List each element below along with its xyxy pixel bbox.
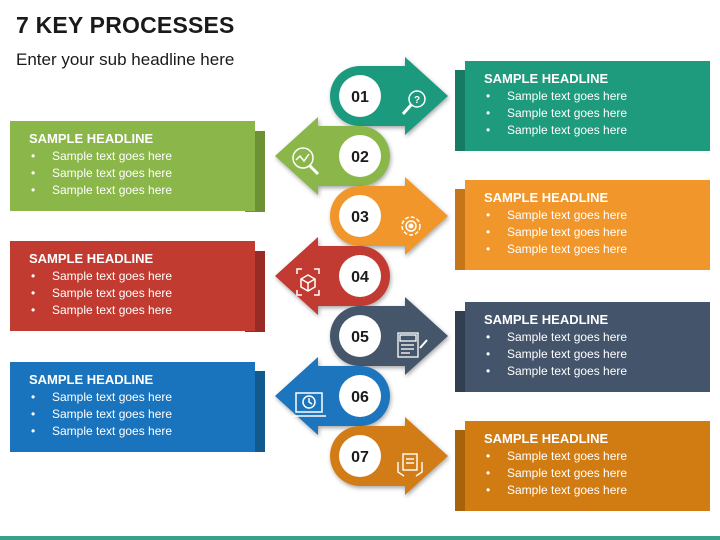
card-7-item: Sample text goes here bbox=[484, 465, 710, 482]
step-06-number-circle bbox=[339, 375, 381, 417]
step-04-number-circle bbox=[339, 255, 381, 297]
monitor-clock-icon bbox=[292, 392, 326, 417]
card-5-item: Sample text goes here bbox=[484, 346, 710, 363]
step-02-number: 02 bbox=[351, 149, 369, 166]
step-01: 01 ? bbox=[330, 57, 448, 135]
data-analysis-icon bbox=[292, 147, 320, 176]
card-2-headline: SAMPLE HEADLINE bbox=[29, 131, 154, 146]
card-1: SAMPLE HEADLINE Sample text goes here Sa… bbox=[465, 61, 710, 151]
card-3-item: Sample text goes here bbox=[484, 241, 710, 258]
card-3: SAMPLE HEADLINE Sample text goes here Sa… bbox=[465, 180, 710, 270]
step-03: 03 bbox=[330, 177, 448, 255]
card-7-headline: SAMPLE HEADLINE bbox=[484, 431, 609, 446]
card-6-list: Sample text goes here Sample text goes h… bbox=[29, 389, 255, 440]
step-04-number: 04 bbox=[351, 269, 369, 286]
card-6-headline: SAMPLE HEADLINE bbox=[29, 372, 154, 387]
card-5-headline: SAMPLE HEADLINE bbox=[484, 312, 609, 327]
card-3-item: Sample text goes here bbox=[484, 207, 710, 224]
card-2-item: Sample text goes here bbox=[29, 148, 255, 165]
card-6-item: Sample text goes here bbox=[29, 389, 255, 406]
card-6-item: Sample text goes here bbox=[29, 406, 255, 423]
step-03-number-circle bbox=[339, 195, 381, 237]
card-7-item: Sample text goes here bbox=[484, 482, 710, 499]
step-06-number: 06 bbox=[351, 389, 369, 406]
card-3-item: Sample text goes here bbox=[484, 224, 710, 241]
card-5: SAMPLE HEADLINE Sample text goes here Sa… bbox=[465, 302, 710, 392]
card-4-item: Sample text goes here bbox=[29, 268, 255, 285]
step-03-number: 03 bbox=[351, 209, 369, 226]
card-3-list: Sample text goes here Sample text goes h… bbox=[484, 207, 710, 258]
page-title: 7 KEY PROCESSES bbox=[16, 12, 235, 38]
card-1-list: Sample text goes here Sample text goes h… bbox=[484, 88, 710, 139]
clipboard-hands-icon bbox=[397, 453, 423, 477]
step-02: 02 bbox=[275, 117, 390, 195]
step-07-number: 07 bbox=[351, 449, 369, 466]
card-7-list: Sample text goes here Sample text goes h… bbox=[484, 448, 710, 499]
card-7: SAMPLE HEADLINE Sample text goes here Sa… bbox=[465, 421, 710, 511]
card-4-list: Sample text goes here Sample text goes h… bbox=[29, 268, 255, 319]
card-2-list: Sample text goes here Sample text goes h… bbox=[29, 148, 255, 199]
card-1-item: Sample text goes here bbox=[484, 105, 710, 122]
step-07: 07 bbox=[330, 417, 448, 495]
card-4-item: Sample text goes here bbox=[29, 285, 255, 302]
card-5-item: Sample text goes here bbox=[484, 363, 710, 380]
card-3-headline: SAMPLE HEADLINE bbox=[484, 190, 609, 205]
card-2: SAMPLE HEADLINE Sample text goes here Sa… bbox=[10, 121, 255, 211]
card-2-item: Sample text goes here bbox=[29, 182, 255, 199]
step-05: 05 bbox=[330, 297, 448, 375]
card-4-item: Sample text goes here bbox=[29, 302, 255, 319]
step-04: 04 bbox=[275, 237, 390, 315]
card-7-item: Sample text goes here bbox=[484, 448, 710, 465]
bottom-accent-bar bbox=[0, 536, 720, 540]
step-01-number-circle bbox=[339, 75, 381, 117]
search-question-icon: ? bbox=[401, 90, 426, 115]
cube-scan-icon bbox=[296, 268, 320, 296]
page-subtitle: Enter your sub headline here bbox=[16, 50, 235, 69]
test-sheet-icon bbox=[397, 332, 428, 358]
card-4-headline: SAMPLE HEADLINE bbox=[29, 251, 154, 266]
card-2-item: Sample text goes here bbox=[29, 165, 255, 182]
card-5-list: Sample text goes here Sample text goes h… bbox=[484, 329, 710, 380]
step-05-number-circle bbox=[339, 315, 381, 357]
step-02-number-circle bbox=[339, 135, 381, 177]
step-05-number: 05 bbox=[351, 329, 369, 346]
card-4: SAMPLE HEADLINE Sample text goes here Sa… bbox=[10, 241, 255, 331]
step-06: 06 bbox=[275, 357, 390, 435]
step-07-number-circle bbox=[339, 435, 381, 477]
card-6: SAMPLE HEADLINE Sample text goes here Sa… bbox=[10, 362, 255, 452]
step-01-number: 01 bbox=[351, 89, 369, 106]
card-1-item: Sample text goes here bbox=[484, 88, 710, 105]
svg-text:?: ? bbox=[414, 95, 420, 106]
gear-cycle-icon bbox=[401, 216, 421, 236]
card-1-headline: SAMPLE HEADLINE bbox=[484, 71, 609, 86]
card-6-item: Sample text goes here bbox=[29, 423, 255, 440]
card-5-item: Sample text goes here bbox=[484, 329, 710, 346]
card-1-item: Sample text goes here bbox=[484, 122, 710, 139]
